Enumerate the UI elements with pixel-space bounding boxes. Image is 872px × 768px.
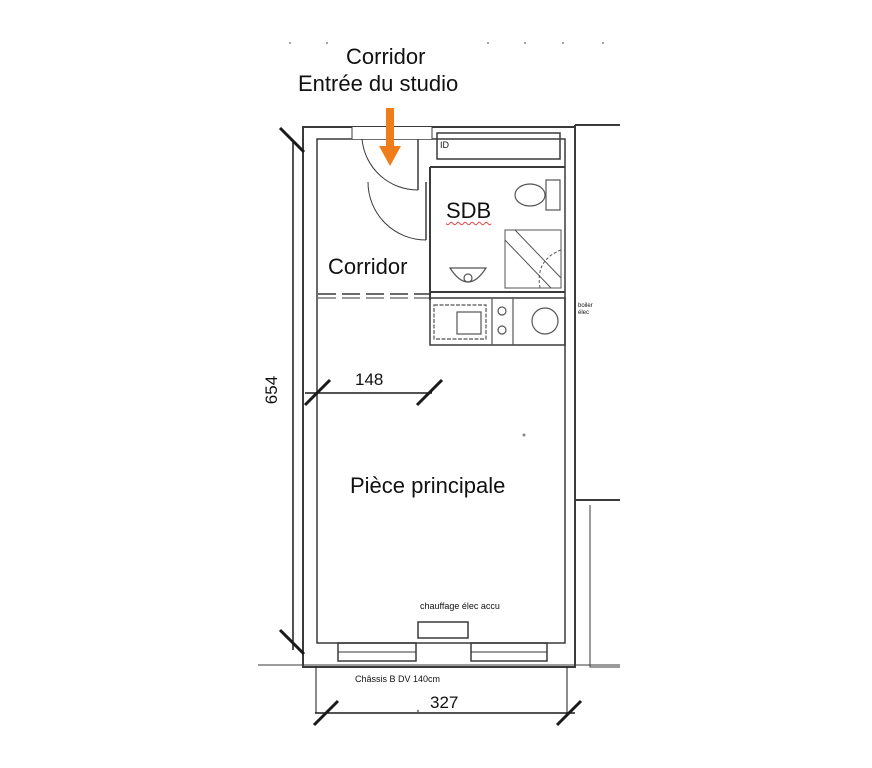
- outer-wall: [302, 126, 576, 668]
- scan-specks: [289, 42, 604, 713]
- corridor-label: Corridor: [328, 254, 408, 279]
- kitchen-counter: [429, 297, 566, 346]
- dimension-width-label: 327: [430, 693, 459, 712]
- tick-corridor-left: [303, 378, 332, 407]
- tick-height-top: [278, 126, 306, 154]
- shower-icon: [504, 229, 562, 289]
- heater: [417, 621, 469, 639]
- adjacent-wall-lower: [589, 505, 620, 668]
- meter-cabinet: [436, 132, 561, 160]
- water-heater-icon: [531, 307, 559, 335]
- tick-width-left: [312, 699, 340, 727]
- toilet-icon: [514, 179, 561, 211]
- tick-width-right: [555, 699, 583, 727]
- adjacent-wall-right: [574, 125, 620, 501]
- inner-wall: [316, 138, 566, 644]
- bathroom-door-swing: [367, 181, 427, 241]
- kitchen-sink-icon: [433, 304, 487, 340]
- entrance-label-corridor: Corridor: [346, 44, 426, 69]
- dimension-corridor-label: 148: [355, 370, 384, 389]
- walls: [258, 124, 620, 668]
- entrance-door-swing: [361, 138, 419, 191]
- entrance-arrow-icon: [379, 108, 401, 166]
- water-heater-label: boiler élec: [578, 303, 593, 316]
- hob-icon: [491, 298, 514, 345]
- bathroom-label: SDB: [446, 198, 492, 223]
- heating-label: chauffage élec accu: [420, 601, 500, 611]
- main-room-label: Pièce principale: [350, 473, 506, 498]
- meter-label: ID: [440, 140, 449, 150]
- sink-icon: [448, 267, 488, 283]
- tick-height-bottom: [278, 628, 306, 656]
- doors: [351, 127, 433, 241]
- tick-corridor-right: [415, 378, 444, 407]
- dimension-height-label: 654: [262, 375, 282, 405]
- entrance-label-studio: Entrée du studio: [298, 71, 459, 96]
- dimension-lines: [278, 126, 583, 727]
- window-label: Châssis B DV 140cm: [355, 674, 441, 684]
